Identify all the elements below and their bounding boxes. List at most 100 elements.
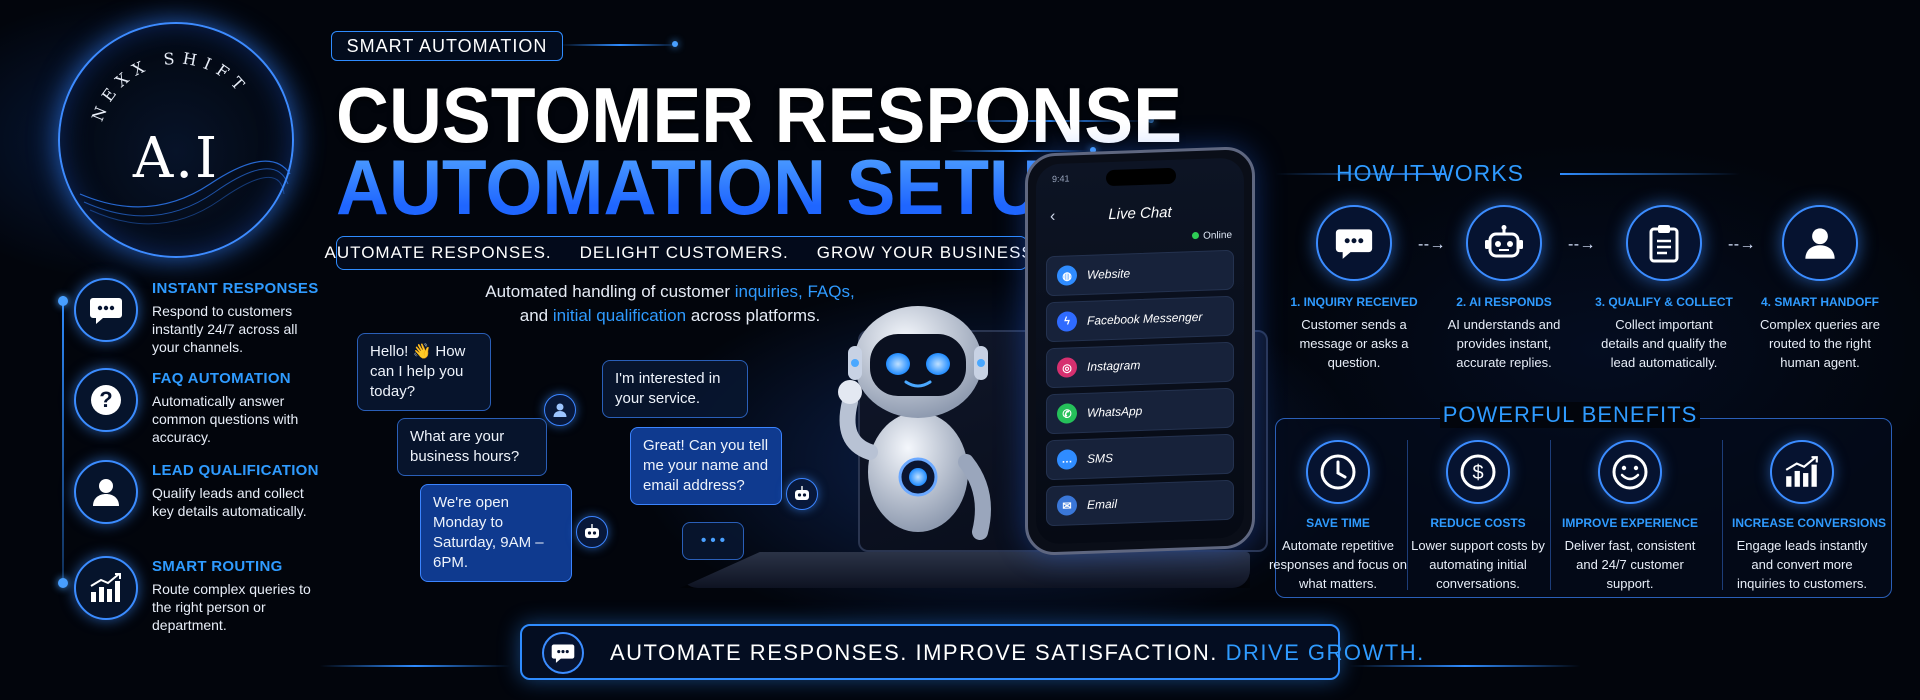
logo-main-text: A.I (132, 126, 220, 191)
banner-text: AUTOMATE RESPONSES. IMPROVE SATISFACTION… (610, 640, 1425, 666)
benefits-title: POWERFUL BENEFITS (1440, 402, 1700, 428)
category-badge: SMART AUTOMATION (331, 31, 563, 61)
step-desc: Customer sends a message or asks a quest… (1299, 317, 1409, 370)
subtitle-text: and (519, 306, 553, 325)
globe-icon: ◍ (1057, 265, 1077, 286)
feature-desc: Route complex queries to the right perso… (152, 581, 311, 633)
typing-indicator: • • • (682, 522, 744, 560)
svg-text:NEXX SHIFT: NEXX SHIFT (88, 49, 253, 124)
benefit-desc: Deliver fast, consistent and 24/7 custom… (1564, 538, 1696, 591)
circuit-line (950, 120, 1150, 122)
benefit-title: SAVE TIME (1306, 516, 1370, 530)
how-it-works-title: HOW IT WORKS (1336, 160, 1524, 186)
feature-lead-qualification: LEAD QUALIFICATION Qualify leads and col… (74, 460, 324, 550)
circuit-line (320, 665, 510, 667)
channel-item[interactable]: ✆WhatsApp (1046, 387, 1234, 435)
circuit-line (1350, 665, 1580, 667)
channel-item[interactable]: ◎Instagram (1046, 341, 1234, 389)
benefit-divider (1722, 440, 1723, 590)
feature-desc: Qualify leads and collect key details au… (152, 485, 307, 519)
feature-faq-automation: ? FAQ AUTOMATION Automatically answer co… (74, 368, 324, 458)
brand-logo: NEXX SHIFT A.I (58, 22, 294, 258)
tagline-item: DELIGHT CUSTOMERS. (579, 243, 789, 262)
clipboard-icon (1626, 205, 1702, 281)
benefit-title: IMPROVE EXPERIENCE (1561, 516, 1699, 530)
arrow-right-icon: - - → (1418, 236, 1446, 253)
robot-icon (1466, 205, 1542, 281)
dollar-icon: $ (1446, 440, 1510, 504)
svg-text:?: ? (99, 387, 112, 412)
channel-item[interactable]: ✉ Email (1046, 479, 1234, 527)
subtitle: Automated handling of customer inquiries… (420, 280, 920, 328)
live-chat-title: Live Chat (1108, 203, 1172, 224)
benefit-desc: Lower support costs by automating initia… (1411, 538, 1545, 591)
benefit-desc: Automate repetitive responses and focus … (1268, 538, 1408, 591)
tagline-bar: AUTOMATE RESPONSES. DELIGHT CUSTOMERS. G… (325, 236, 1039, 270)
benefit-title: INCREASE CONVERSIONS (1732, 516, 1887, 530)
messenger-icon: ϟ (1057, 311, 1077, 332)
channel-label: Instagram (1087, 357, 1141, 374)
channel-label: Email (1087, 496, 1118, 512)
benefit-title: REDUCE COSTS (1430, 516, 1526, 530)
step-desc: Collect important details and qualify th… (1601, 317, 1727, 370)
subtitle-text: across platforms. (686, 306, 821, 325)
subtitle-highlight: initial qualification (552, 306, 687, 325)
sms-icon: … (1057, 449, 1077, 470)
whatsapp-icon: ✆ (1057, 403, 1077, 424)
svg-text:$: $ (1472, 462, 1483, 484)
feature-title: FAQ AUTOMATION (152, 370, 291, 387)
feature-desc: Respond to customers instantly 24/7 acro… (152, 303, 298, 355)
email-icon: ✉ (1057, 495, 1077, 516)
channel-label: Website (1087, 266, 1131, 282)
phone-time: 9:41 (1052, 173, 1070, 185)
section-line (1275, 173, 1445, 175)
tagline-item: GROW YOUR BUSINESS. (816, 243, 1040, 262)
person-icon (74, 460, 138, 524)
robot-illustration (838, 306, 991, 540)
benefit-divider (1407, 440, 1408, 590)
step-title: 2. AI RESPONDS (1456, 295, 1552, 309)
channel-item[interactable]: ◍ Website (1046, 249, 1234, 297)
bar-chart-icon (1770, 440, 1834, 504)
step-desc: Complex queries are routed to the right … (1760, 317, 1880, 370)
online-status: Online (1192, 230, 1232, 242)
step-title: 1. INQUIRY RECEIVED (1290, 295, 1418, 309)
chat-bubble-hours-question: What are your business hours? (397, 418, 547, 476)
circuit-dot (1090, 147, 1096, 153)
step-title: 4. SMART HANDOFF (1761, 295, 1879, 309)
growth-chart-icon (74, 556, 138, 620)
feature-title: LEAD QUALIFICATION (152, 462, 319, 479)
step-title: 3. QUALIFY & COLLECT (1595, 295, 1733, 309)
chat-bubble-icon (74, 278, 138, 342)
rail-dot (58, 578, 68, 588)
chat-bubble-hours-answer: We're open Monday to Saturday, 9AM – 6PM… (420, 484, 572, 582)
channel-item[interactable]: … SMS (1046, 433, 1234, 481)
feature-desc: Automatically answer common questions wi… (152, 393, 299, 445)
question-mark-icon: ? (74, 368, 138, 432)
bot-avatar-icon (786, 478, 818, 510)
chat-bubble-ask-name: Great! Can you tell me your name and ema… (630, 427, 782, 505)
laptop-base (680, 552, 1250, 588)
arrow-right-icon: - - → (1568, 236, 1596, 253)
channel-label: SMS (1087, 450, 1114, 466)
bottom-banner: AUTOMATE RESPONSES. IMPROVE SATISFACTION… (520, 624, 1423, 680)
feature-rail (62, 296, 64, 586)
user-avatar-icon (544, 394, 576, 426)
arrow-right-icon: - - → (1728, 236, 1756, 253)
tagline-item: AUTOMATE RESPONSES. (324, 243, 552, 262)
chat-bubble-icon (542, 632, 584, 674)
feature-smart-routing: SMART ROUTING Route complex queries to t… (74, 556, 324, 646)
feature-title: INSTANT RESPONSES (152, 280, 319, 297)
circuit-dot (672, 41, 678, 47)
main-title-line2: AUTOMATION SETUP (336, 143, 1091, 231)
chat-bubble-user-interest: I'm interested in your service. (602, 360, 748, 418)
banner-text-highlight: DRIVE GROWTH. (1225, 640, 1425, 665)
person-icon (1782, 205, 1858, 281)
bot-avatar-icon (576, 516, 608, 548)
rail-dot (58, 296, 68, 306)
phone-notch (1106, 167, 1176, 187)
banner-text-main: AUTOMATE RESPONSES. IMPROVE SATISFACTION… (610, 640, 1218, 665)
